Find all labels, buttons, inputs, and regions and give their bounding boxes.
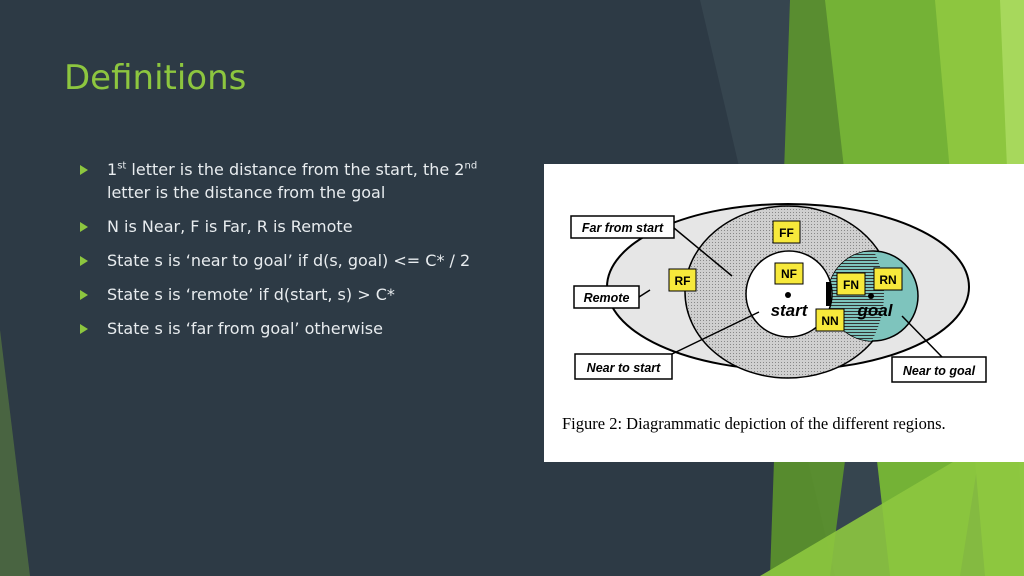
leader-near-goal [901,315,943,358]
rf-badge [668,268,697,292]
bullet-arrow-icon [80,324,88,334]
nf-label: NF [781,267,797,281]
boundary-bar [826,282,831,306]
slide-title: Definitions [64,58,247,98]
bullet-text: 1st letter is the distance from the star… [107,160,478,202]
leader-far-from-start [673,227,733,277]
bullet-text: N is Near, F is Far, R is Remote [107,217,353,236]
leader-remote [638,289,651,298]
callout-far-from-start-box [570,215,675,239]
start-point [785,292,791,298]
bullet-text: State s is ‘far from goal’ otherwise [107,319,383,338]
ff-badge [772,220,801,244]
bullet-item: State s is ‘far from goal’ otherwise [80,317,530,340]
callout-near-goal-box [891,356,987,383]
bullet-arrow-icon [80,256,88,266]
goal-point [868,293,874,299]
bullet-arrow-icon [80,222,88,232]
bullet-list: 1st letter is the distance from the star… [80,158,530,351]
nn-badge [815,308,845,332]
regions-diagram: start goal FF RF NF FN RN NN Far from st… [570,203,987,383]
callout-far-from-start: Far from start [582,221,664,235]
bullet-arrow-icon [80,290,88,300]
goal-label: goal [857,301,894,320]
bullet-text: State s is ‘near to goal’ if d(s, goal) … [107,251,471,270]
rn-badge [873,267,903,291]
rn-label: RN [879,273,896,287]
callout-near-start: Near to start [587,361,661,375]
callout-remote: Remote [584,291,630,305]
bullet-item: 1st letter is the distance from the star… [80,158,530,204]
callout-near-goal: Near to goal [903,364,976,378]
callout-remote-box [573,285,640,309]
regions-figure: start goal FF RF NF FN RN NN Far from st… [544,164,1024,462]
bullet-item: State s is ‘near to goal’ if d(s, goal) … [80,249,530,272]
fn-label: FN [843,278,859,292]
bullet-text: State s is ‘remote’ if d(start, s) > C* [107,285,395,304]
start-label: start [771,301,809,320]
callout-near-start-box [574,353,673,380]
fn-badge [836,272,866,296]
figure-caption: Figure 2: Diagrammatic depiction of the … [562,414,946,433]
ff-label: FF [779,226,794,240]
deco-left-strip [0,330,30,576]
nn-label: NN [821,314,838,328]
nf-badge [774,262,804,285]
rf-label: RF [675,274,691,288]
bullet-item: State s is ‘remote’ if d(start, s) > C* [80,283,530,306]
bullet-arrow-icon [80,165,88,175]
bullet-item: N is Near, F is Far, R is Remote [80,215,530,238]
leader-near-start [671,311,760,355]
